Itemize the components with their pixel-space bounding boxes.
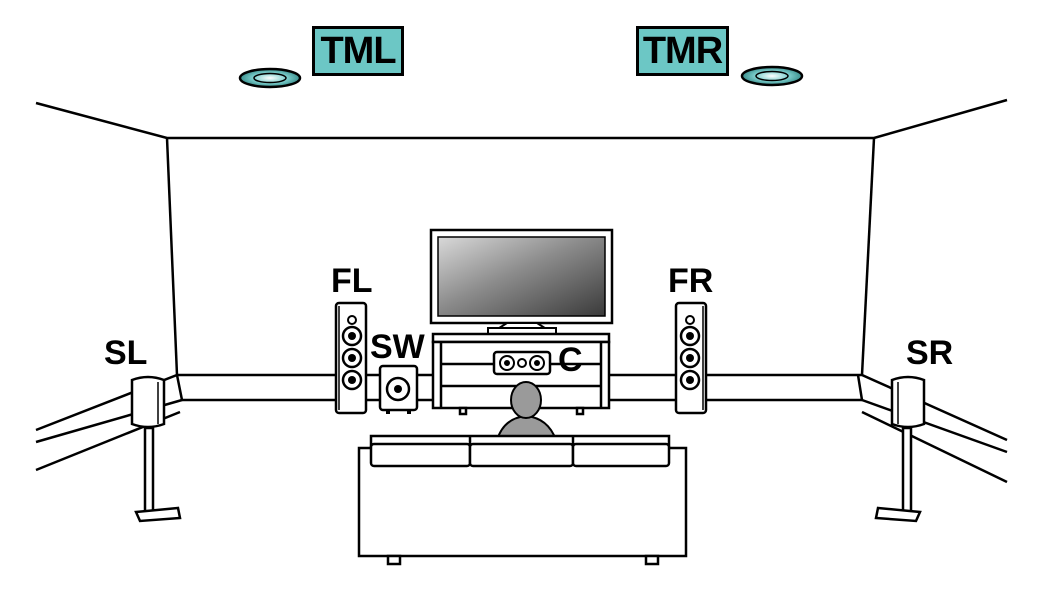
label-c: C (558, 341, 583, 379)
label-tml: TML (312, 26, 404, 76)
center-speaker-icon (492, 350, 552, 376)
label-sw: SW (370, 328, 425, 366)
front-left-speaker-icon (334, 301, 368, 415)
ceiling-speaker-right-icon (740, 65, 804, 87)
surround-left-speaker-icon (130, 375, 182, 523)
label-fr: FR (668, 262, 714, 300)
sofa-icon (357, 434, 688, 566)
front-right-speaker-icon (674, 301, 708, 415)
surround-right-speaker-icon (874, 375, 926, 523)
tv-icon (429, 228, 614, 335)
ceiling-speaker-left-icon (238, 67, 302, 89)
listener-icon (495, 381, 558, 441)
label-tmr: TMR (636, 26, 729, 76)
subwoofer-icon (378, 364, 419, 414)
label-sr: SR (906, 334, 954, 372)
label-sl: SL (104, 334, 148, 372)
label-fl: FL (331, 262, 373, 300)
